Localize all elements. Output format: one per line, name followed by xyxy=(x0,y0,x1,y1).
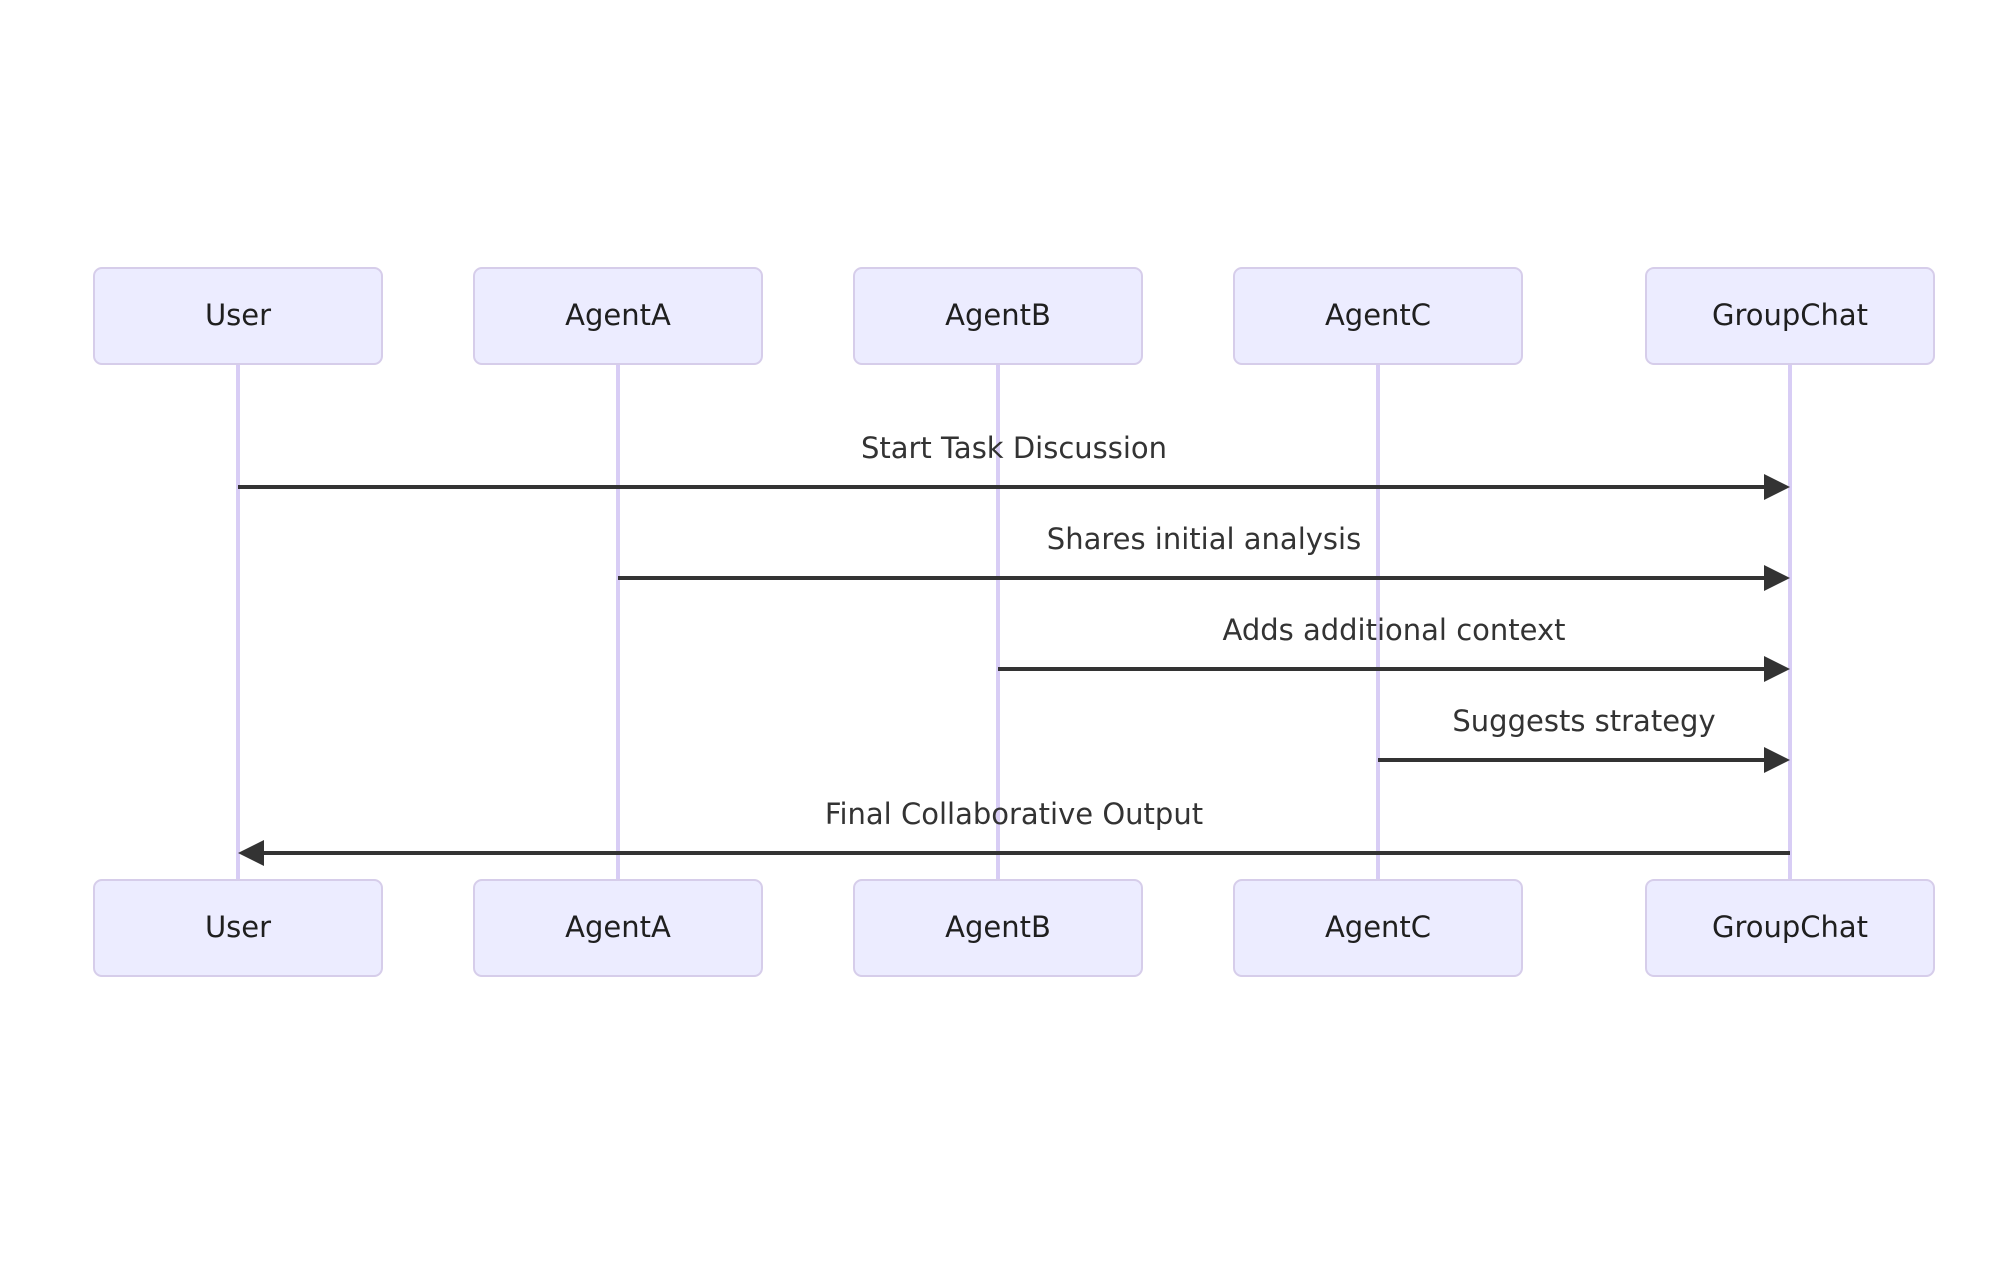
message-label-5: Final Collaborative Output xyxy=(825,797,1203,831)
top-participant-agent_c[interactable]: AgentC xyxy=(1233,267,1523,365)
top-participant-group_chat[interactable]: GroupChat xyxy=(1645,267,1935,365)
top-participant-box-group_chat[interactable] xyxy=(1645,267,1935,365)
message-3-agent_b-to-group_chat[interactable]: Adds additional context xyxy=(998,613,1790,682)
bottom-participant-label-agent_a: AgentA xyxy=(565,910,671,944)
top-participant-label-group_chat: GroupChat xyxy=(1712,298,1868,332)
top-participant-box-agent_a[interactable] xyxy=(473,267,763,365)
message-label-3: Adds additional context xyxy=(1222,613,1565,647)
top-participant-boxes-group: User AgentA AgentB AgentC GroupChat xyxy=(93,267,1935,365)
top-participant-label-agent_c: AgentC xyxy=(1325,298,1431,332)
message-4-agent_c-to-group_chat[interactable]: Suggests strategy xyxy=(1378,704,1790,773)
bottom-participant-agent_c[interactable]: AgentC xyxy=(1233,879,1523,977)
bottom-participant-box-agent_b[interactable] xyxy=(853,879,1143,977)
top-participant-box-agent_c[interactable] xyxy=(1233,267,1523,365)
bottom-participant-label-agent_b: AgentB xyxy=(945,910,1051,944)
bottom-participant-box-group_chat[interactable] xyxy=(1645,879,1935,977)
message-arrowhead-5 xyxy=(238,840,264,866)
message-arrowhead-2 xyxy=(1764,565,1790,591)
message-1-user-to-group_chat[interactable]: Start Task Discussion xyxy=(238,431,1790,500)
top-participant-agent_a[interactable]: AgentA xyxy=(473,267,763,365)
top-participant-box-agent_b[interactable] xyxy=(853,267,1143,365)
message-2-agent_a-to-group_chat[interactable]: Shares initial analysis xyxy=(618,522,1790,591)
bottom-participant-label-agent_c: AgentC xyxy=(1325,910,1431,944)
top-participant-user[interactable]: User xyxy=(93,267,383,365)
message-label-4: Suggests strategy xyxy=(1452,704,1715,738)
bottom-participant-boxes-group: User AgentA AgentB AgentC GroupChat xyxy=(93,879,1935,977)
bottom-participant-group_chat[interactable]: GroupChat xyxy=(1645,879,1935,977)
top-participant-label-agent_a: AgentA xyxy=(565,298,671,332)
bottom-participant-label-group_chat: GroupChat xyxy=(1712,910,1868,944)
message-arrowhead-1 xyxy=(1764,474,1790,500)
top-participant-box-user[interactable] xyxy=(93,267,383,365)
top-participant-agent_b[interactable]: AgentB xyxy=(853,267,1143,365)
bottom-participant-box-user[interactable] xyxy=(93,879,383,977)
bottom-participant-user[interactable]: User xyxy=(93,879,383,977)
top-participant-label-agent_b: AgentB xyxy=(945,298,1051,332)
message-label-2: Shares initial analysis xyxy=(1047,522,1361,556)
message-5-group_chat-to-user[interactable]: Final Collaborative Output xyxy=(238,797,1790,866)
bottom-participant-agent_b[interactable]: AgentB xyxy=(853,879,1143,977)
bottom-participant-agent_a[interactable]: AgentA xyxy=(473,879,763,977)
bottom-participant-box-agent_a[interactable] xyxy=(473,879,763,977)
bottom-participant-box-agent_c[interactable] xyxy=(1233,879,1523,977)
lifelines-group xyxy=(236,364,1792,880)
message-label-1: Start Task Discussion xyxy=(861,431,1167,465)
message-arrowhead-3 xyxy=(1764,656,1790,682)
message-arrowhead-4 xyxy=(1764,747,1790,773)
bottom-participant-label-user: User xyxy=(205,910,271,944)
top-participant-label-user: User xyxy=(205,298,271,332)
